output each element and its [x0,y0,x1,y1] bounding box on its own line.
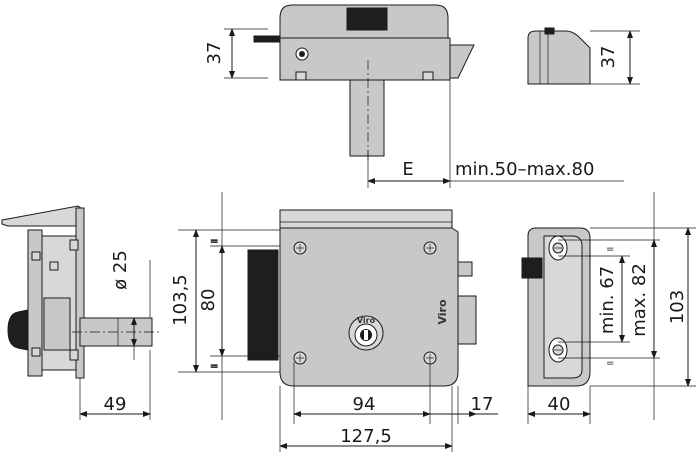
top-view: 37 E min.50–max.80 [204,4,624,188]
depth-label: 49 [104,394,127,415]
hole-spacing-label: 94 [353,394,376,415]
left-side-view: ø 25 49 [1,205,160,420]
svg-text:=: = [210,236,218,247]
side-top-height-label: 37 [598,46,619,69]
top-side-view: 37 [527,27,640,85]
svg-text:=: = [210,361,218,372]
front-view: Viro Viro 103,5 80 = = 94 17 127,5 [170,192,498,452]
bolt-projection-label: 17 [471,394,494,415]
right-side-view: min. 67 max. 82 = = 103 40 [521,192,696,424]
side-width-label: 40 [548,394,571,415]
outer-height-label: 103,5 [170,274,191,326]
svg-text:=: = [606,244,614,255]
fixing-max-label: max. 82 [629,263,650,337]
fixing-min-label: min. 67 [597,266,618,334]
screw-bottom-left [293,351,307,365]
cylinder-logo: Viro [357,316,376,325]
fixing-hole-bottom [548,337,568,363]
overall-width-label: 127,5 [340,426,392,447]
fixing-hole-top [548,235,568,261]
inner-height-label: 80 [198,289,219,312]
top-height-label: 37 [204,42,225,65]
screw-top-left [293,241,307,255]
side-height-label: 103 [667,290,688,324]
screw-bottom-right [423,351,437,365]
backset-label: min.50–max.80 [455,159,594,180]
cylinder-diameter-label: ø 25 [110,250,131,290]
svg-text:=: = [606,358,614,369]
e-label: E [402,159,413,180]
screw-top-right [423,241,437,255]
brand-logo: Viro [436,299,449,325]
